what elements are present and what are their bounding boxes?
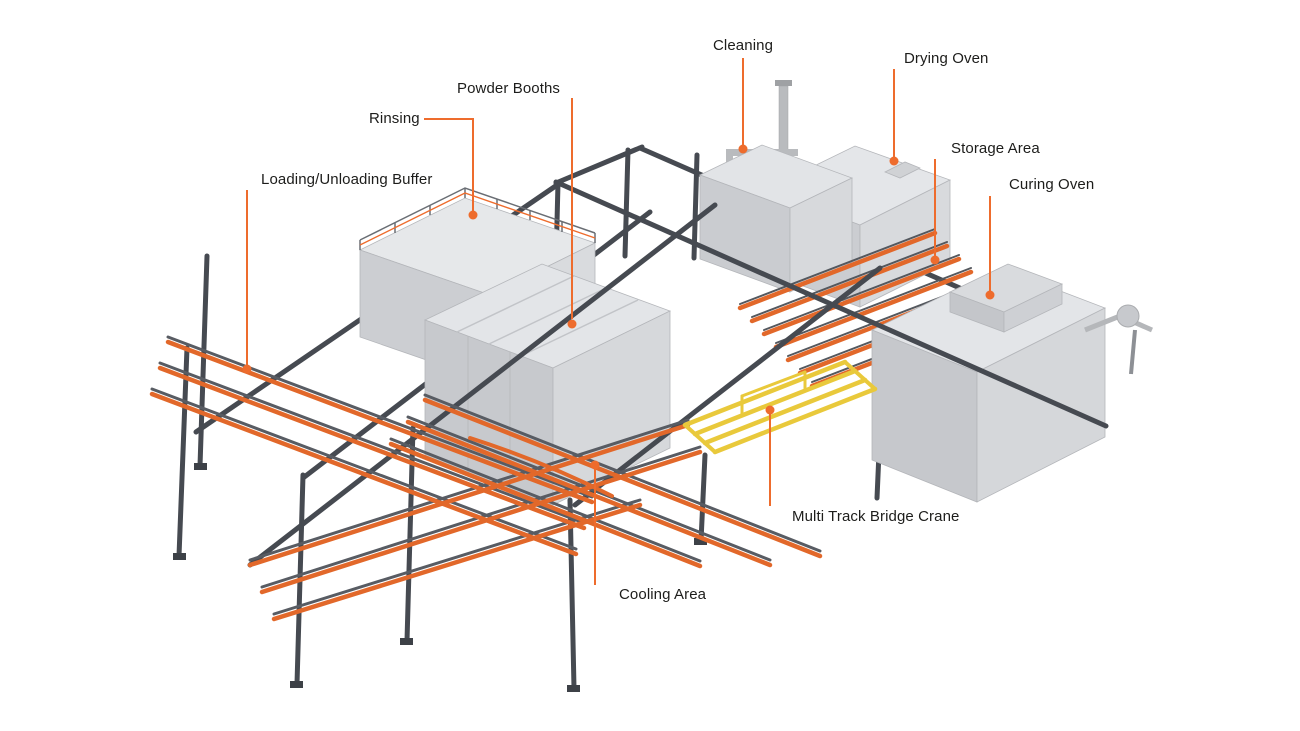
leader-rinsing [424, 118, 478, 220]
conveyor-rails [149, 335, 823, 622]
post-feet [173, 463, 707, 692]
leader-powder-booths [567, 98, 577, 329]
leader-cooling-area [590, 460, 600, 585]
roof-ribs [456, 275, 639, 357]
cleaning-machine-model [698, 80, 854, 293]
label-multi-track-bridge-crane: Multi Track Bridge Crane [792, 508, 960, 525]
label-powder-booths: Powder Booths [457, 80, 561, 97]
label-cleaning: Cleaning [713, 37, 774, 54]
leader-multi-track-bridge-crane [765, 405, 775, 506]
leader-drying-oven [889, 69, 899, 166]
label-drying-oven: Drying Oven [904, 50, 989, 67]
conveyor-beams-front [247, 179, 1109, 568]
label-curing-oven: Curing Oven [1009, 176, 1095, 193]
railing-orange-trim [359, 192, 596, 246]
leader-cleaning [738, 58, 748, 154]
curing-oven-model [871, 263, 1154, 503]
side-fan [1116, 304, 1140, 328]
label-cooling-area: Cooling Area [619, 586, 707, 603]
leader-loading-unloading-buffer [242, 190, 252, 374]
leader-curing-oven [985, 196, 995, 300]
leader-storage-area [930, 159, 940, 265]
bridge-crane-model [682, 359, 878, 455]
label-storage-area: Storage Area [951, 140, 1040, 157]
label-loading-unloading-buffer: Loading/Unloading Buffer [261, 171, 433, 188]
label-rinsing: Rinsing [369, 110, 420, 127]
fan-leg [1129, 329, 1137, 375]
